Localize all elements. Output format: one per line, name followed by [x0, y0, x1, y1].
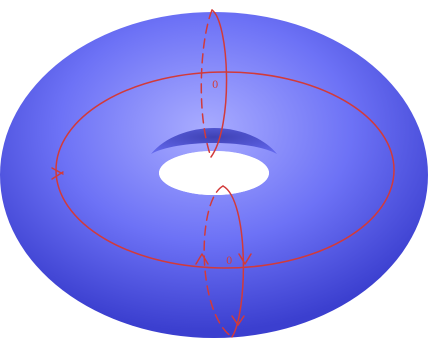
torus-surface	[0, 12, 428, 338]
bottom-point-label: 0	[226, 256, 232, 267]
top-point-label: 0	[212, 80, 218, 91]
torus-hole	[159, 151, 269, 195]
